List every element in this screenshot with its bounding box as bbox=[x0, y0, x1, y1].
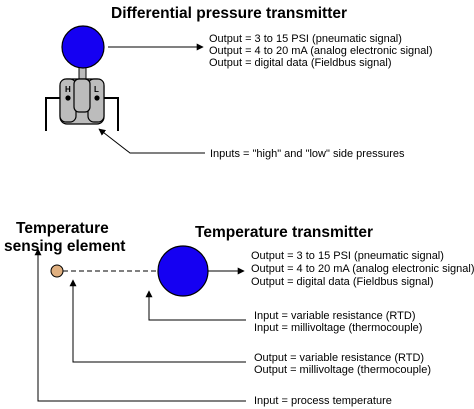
dp-inputs-label: Inputs = "high" and "low" side pressures bbox=[210, 148, 405, 160]
dp-transmitter-head bbox=[61, 25, 105, 69]
dp-low-side-pipe bbox=[98, 97, 119, 131]
sensing-element-title-line1: Temperature bbox=[16, 220, 109, 237]
tt-output-digital: Output = digital data (Fieldbus signal) bbox=[251, 276, 434, 288]
process-input-arrow bbox=[34, 248, 246, 402]
sensing-output-thermocouple: Output = millivoltage (thermocouple) bbox=[254, 364, 431, 376]
dp-inputs-arrow bbox=[98, 128, 205, 154]
sensing-outputs-arrow bbox=[69, 279, 246, 363]
dp-sensor-body bbox=[73, 78, 91, 113]
dp-transmitter-neck bbox=[78, 66, 87, 81]
dp-high-port-dot bbox=[65, 95, 71, 101]
tt-input-thermocouple: Input = millivoltage (thermocouple) bbox=[254, 322, 422, 334]
dp-transmitter-title: Differential pressure transmitter bbox=[111, 5, 347, 22]
sensing-element-bulb bbox=[50, 264, 64, 278]
dp-output-pneumatic: Output = 3 to 15 PSI (pneumatic signal) bbox=[209, 33, 402, 45]
dp-high-port-label: H bbox=[65, 85, 71, 94]
tt-output-analog: Output = 4 to 20 mA (analog electronic s… bbox=[251, 263, 474, 275]
temperature-transmitter-title: Temperature transmitter bbox=[195, 224, 373, 241]
dp-output-digital: Output = digital data (Fieldbus signal) bbox=[209, 57, 392, 69]
temperature-transmitter-body bbox=[157, 245, 209, 297]
tt-output-pneumatic: Output = 3 to 15 PSI (pneumatic signal) bbox=[251, 250, 444, 262]
dp-low-port-dot bbox=[94, 95, 100, 101]
process-input-label: Input = process temperature bbox=[254, 395, 392, 407]
sensing-output-rtd: Output = variable resistance (RTD) bbox=[254, 352, 424, 364]
dp-output-analog: Output = 4 to 20 mA (analog electronic s… bbox=[209, 45, 433, 57]
tt-input-rtd: Input = variable resistance (RTD) bbox=[254, 310, 416, 322]
tt-inputs-arrow bbox=[145, 290, 246, 321]
sensing-element-title-line2: sensing element bbox=[4, 238, 125, 255]
dp-low-port-label: L bbox=[94, 85, 99, 94]
